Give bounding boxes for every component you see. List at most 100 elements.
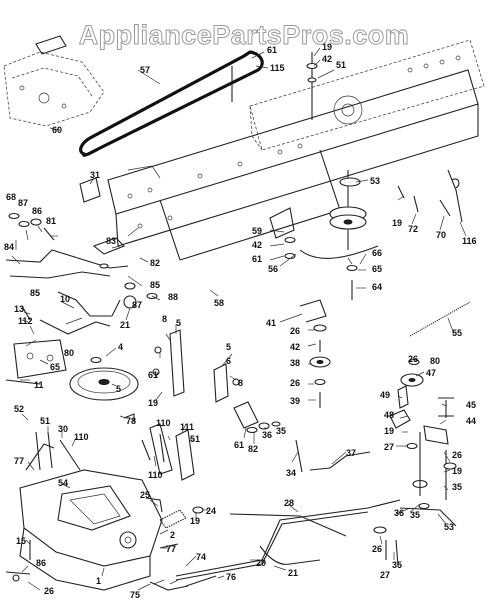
label-86: 86 [32, 206, 42, 216]
part-labels: 61 115 57 19 42 51 60 31 53 19 72 70 116… [4, 42, 477, 600]
label-82: 82 [150, 258, 160, 268]
label-84: 84 [4, 242, 14, 252]
label-35c: 35 [392, 560, 402, 570]
mount-plate [13, 339, 67, 379]
label-22: 21 [288, 568, 298, 578]
label-82b: 82 [248, 444, 258, 454]
label-56: 56 [268, 264, 278, 274]
label-19: 19 [322, 42, 332, 52]
label-26f: 26 [44, 586, 54, 596]
label-110c: 110 [74, 432, 89, 442]
label-74: 74 [196, 552, 206, 562]
transaxle [5, 431, 217, 591]
label-53b: 53 [444, 522, 454, 532]
label-52: 52 [14, 404, 24, 414]
label-25: 25 [140, 490, 150, 500]
label-51c: 51 [40, 416, 50, 426]
front-frame [3, 35, 105, 127]
label-51: 51 [336, 60, 346, 70]
label-8b: 8 [238, 378, 243, 388]
label-48: 48 [384, 410, 394, 420]
label-27: 27 [384, 442, 394, 452]
transmission-pulley [69, 356, 139, 401]
label-76: 76 [226, 572, 236, 582]
label-39: 39 [290, 396, 300, 406]
label-42: 42 [322, 54, 332, 64]
label-26d: 26 [452, 450, 462, 460]
label-5c: 5 [226, 342, 231, 352]
label-5: 5 [116, 384, 121, 394]
label-26e: 26 [372, 544, 382, 554]
sleeves [233, 401, 281, 434]
label-19b: 19 [392, 218, 402, 228]
label-51b: 51 [190, 434, 200, 444]
brackets [123, 329, 240, 481]
label-2: 2 [170, 530, 175, 540]
label-87: 87 [18, 198, 28, 208]
label-30: 30 [58, 424, 68, 434]
label-19e: 19 [148, 398, 158, 408]
label-85: 85 [150, 280, 160, 290]
label-61b: 61 [252, 254, 262, 264]
label-110: 110 [156, 418, 171, 428]
label-42b: 42 [252, 240, 262, 250]
label-61c: 61 [148, 370, 158, 380]
label-70: 70 [436, 230, 446, 240]
clutch-parts [389, 358, 457, 510]
label-11: 11 [34, 380, 44, 390]
label-83: 83 [106, 236, 116, 246]
label-65: 65 [372, 264, 382, 274]
label-15: 15 [16, 536, 26, 546]
label-26b: 26 [290, 378, 300, 388]
label-26c: 26 [408, 354, 418, 364]
label-36: 36 [394, 508, 404, 518]
label-64: 64 [372, 282, 382, 292]
label-87b: 87 [132, 300, 142, 310]
label-26: 26 [290, 326, 300, 336]
label-86b: 86 [36, 558, 46, 568]
label-37: 37 [346, 448, 356, 458]
label-41: 41 [266, 318, 276, 328]
label-6: 6 [226, 356, 231, 366]
leader-lines [11, 47, 467, 591]
label-77b: 77 [166, 544, 176, 554]
label-55: 55 [452, 328, 462, 338]
label-110b: 110 [148, 470, 163, 480]
label-60: 60 [52, 125, 62, 135]
label-112: 112 [18, 316, 33, 326]
label-47: 47 [426, 368, 436, 378]
label-59: 59 [252, 226, 262, 236]
label-1: 1 [96, 576, 101, 586]
label-35d: 35 [276, 426, 286, 436]
idler-bracket [269, 169, 471, 337]
label-80b: 80 [64, 348, 74, 358]
label-10: 10 [60, 294, 70, 304]
label-61: 61 [267, 45, 277, 55]
label-66: 66 [372, 248, 382, 258]
label-77: 77 [14, 456, 24, 466]
label-80: 80 [430, 356, 440, 366]
label-13: 13 [14, 304, 24, 314]
label-19f: 19 [190, 516, 200, 526]
label-8: 8 [162, 314, 167, 324]
label-21: 21 [120, 320, 130, 330]
label-27b: 27 [380, 570, 390, 580]
label-54: 54 [58, 478, 68, 488]
label-44: 44 [466, 416, 476, 426]
bracket-31 [79, 177, 101, 203]
label-34: 34 [286, 468, 296, 478]
label-78: 78 [126, 416, 136, 426]
label-65b: 65 [50, 362, 60, 372]
label-35b: 35 [410, 510, 420, 520]
label-61d: 61 [234, 440, 244, 450]
label-88: 88 [168, 292, 178, 302]
label-49: 49 [380, 390, 390, 400]
label-35: 35 [452, 482, 462, 492]
watermark: AppliancePartsPros.com [79, 20, 410, 50]
main-frame [107, 39, 485, 261]
label-85b: 85 [30, 288, 40, 298]
label-116: 116 [462, 236, 477, 246]
label-53: 53 [370, 176, 380, 186]
label-38: 38 [290, 358, 300, 368]
